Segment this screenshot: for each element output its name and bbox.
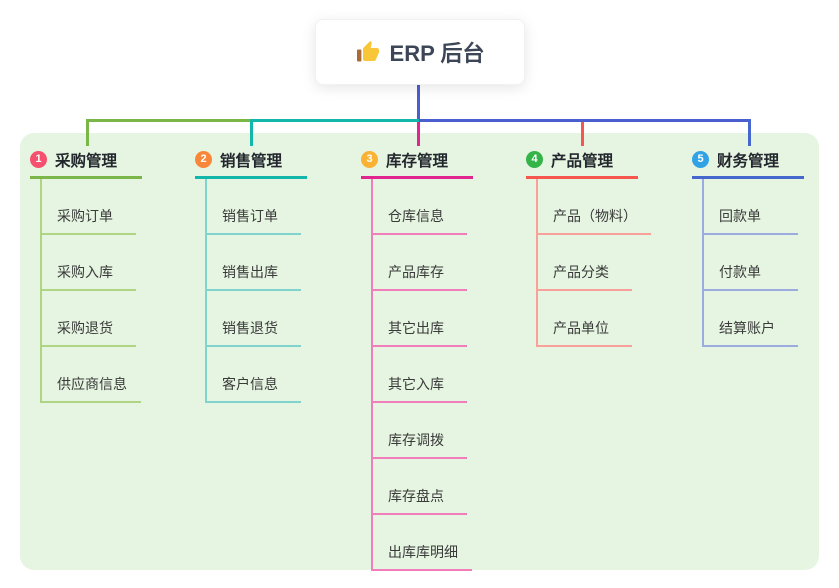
branch-purchase: 1 采购管理 采购订单 采购入库 采购退货 供应商信息 xyxy=(30,146,180,403)
branch-product-header[interactable]: 4 产品管理 xyxy=(526,146,638,179)
branch-title: 库存管理 xyxy=(386,152,449,170)
child-node[interactable]: 客户信息 xyxy=(205,347,301,403)
child-connector-line xyxy=(205,179,207,403)
child-node[interactable]: 产品单位 xyxy=(536,291,632,347)
child-node[interactable]: 销售订单 xyxy=(205,179,301,235)
root-title: ERP 后台 xyxy=(389,41,485,66)
child-node[interactable]: 销售退货 xyxy=(205,291,301,347)
child-node[interactable]: 采购入库 xyxy=(40,235,136,291)
root-connector-line xyxy=(417,83,420,119)
branch-inventory: 3 库存管理 仓库信息 产品库存 其它出库 其它入库 库存调拨 库存盘点 出库库… xyxy=(361,146,511,571)
branch-number-badge: 1 xyxy=(30,151,47,168)
branch-number-badge: 4 xyxy=(526,151,543,168)
branch-sales-children: 销售订单 销售出库 销售退货 客户信息 xyxy=(195,179,345,403)
branch-bar-teal xyxy=(252,119,419,122)
branch-bar-green xyxy=(86,119,252,122)
branch-number-badge: 2 xyxy=(195,151,212,168)
child-node[interactable]: 付款单 xyxy=(702,235,798,291)
child-node[interactable]: 出库库明细 xyxy=(371,515,472,571)
branch-bar-blue xyxy=(419,119,751,122)
branch1-drop-line xyxy=(86,119,89,146)
child-connector-line xyxy=(40,179,42,403)
mindmap-background-panel xyxy=(20,133,819,570)
child-connector-line xyxy=(702,179,704,347)
branch4-drop-line xyxy=(581,122,584,146)
branch-inventory-header[interactable]: 3 库存管理 xyxy=(361,146,473,179)
branch-finance-header[interactable]: 5 财务管理 xyxy=(692,146,804,179)
child-connector-line xyxy=(371,179,373,571)
root-node-erp[interactable]: ERP 后台 xyxy=(315,19,525,85)
branch-inventory-children: 仓库信息 产品库存 其它出库 其它入库 库存调拨 库存盘点 出库库明细 xyxy=(361,179,511,571)
child-node[interactable]: 库存调拨 xyxy=(371,403,467,459)
branch-finance-children: 回款单 付款单 结算账户 xyxy=(692,179,839,347)
child-node[interactable]: 产品（物料） xyxy=(536,179,651,235)
branch-product-children: 产品（物料） 产品分类 产品单位 xyxy=(526,179,676,347)
branch-number-badge: 3 xyxy=(361,151,378,168)
child-node[interactable]: 回款单 xyxy=(702,179,798,235)
branch-purchase-header[interactable]: 1 采购管理 xyxy=(30,146,142,179)
branch-sales-header[interactable]: 2 销售管理 xyxy=(195,146,307,179)
child-node[interactable]: 产品库存 xyxy=(371,235,467,291)
thumbs-up-icon xyxy=(356,40,380,64)
branch-title: 销售管理 xyxy=(220,152,283,170)
child-node[interactable]: 产品分类 xyxy=(536,235,632,291)
child-node[interactable]: 其它入库 xyxy=(371,347,467,403)
child-node[interactable]: 销售出库 xyxy=(205,235,301,291)
branch-title: 产品管理 xyxy=(551,152,614,170)
branch-title: 财务管理 xyxy=(717,152,780,170)
branch-number-badge: 5 xyxy=(692,151,709,168)
child-node[interactable]: 采购退货 xyxy=(40,291,136,347)
child-node[interactable]: 结算账户 xyxy=(702,291,798,347)
branch-title: 采购管理 xyxy=(55,152,118,170)
child-node[interactable]: 供应商信息 xyxy=(40,347,141,403)
branch-product: 4 产品管理 产品（物料） 产品分类 产品单位 xyxy=(526,146,676,347)
child-node[interactable]: 仓库信息 xyxy=(371,179,467,235)
child-connector-line xyxy=(536,179,538,347)
branch-finance: 5 财务管理 回款单 付款单 结算账户 xyxy=(692,146,839,347)
branch-purchase-children: 采购订单 采购入库 采购退货 供应商信息 xyxy=(30,179,180,403)
branch3-drop-line xyxy=(417,122,420,146)
branch2-drop-line xyxy=(250,119,253,146)
branch-sales: 2 销售管理 销售订单 销售出库 销售退货 客户信息 xyxy=(195,146,345,403)
child-node[interactable]: 采购订单 xyxy=(40,179,136,235)
branch5-drop-line xyxy=(748,119,751,146)
child-node[interactable]: 其它出库 xyxy=(371,291,467,347)
child-node[interactable]: 库存盘点 xyxy=(371,459,467,515)
